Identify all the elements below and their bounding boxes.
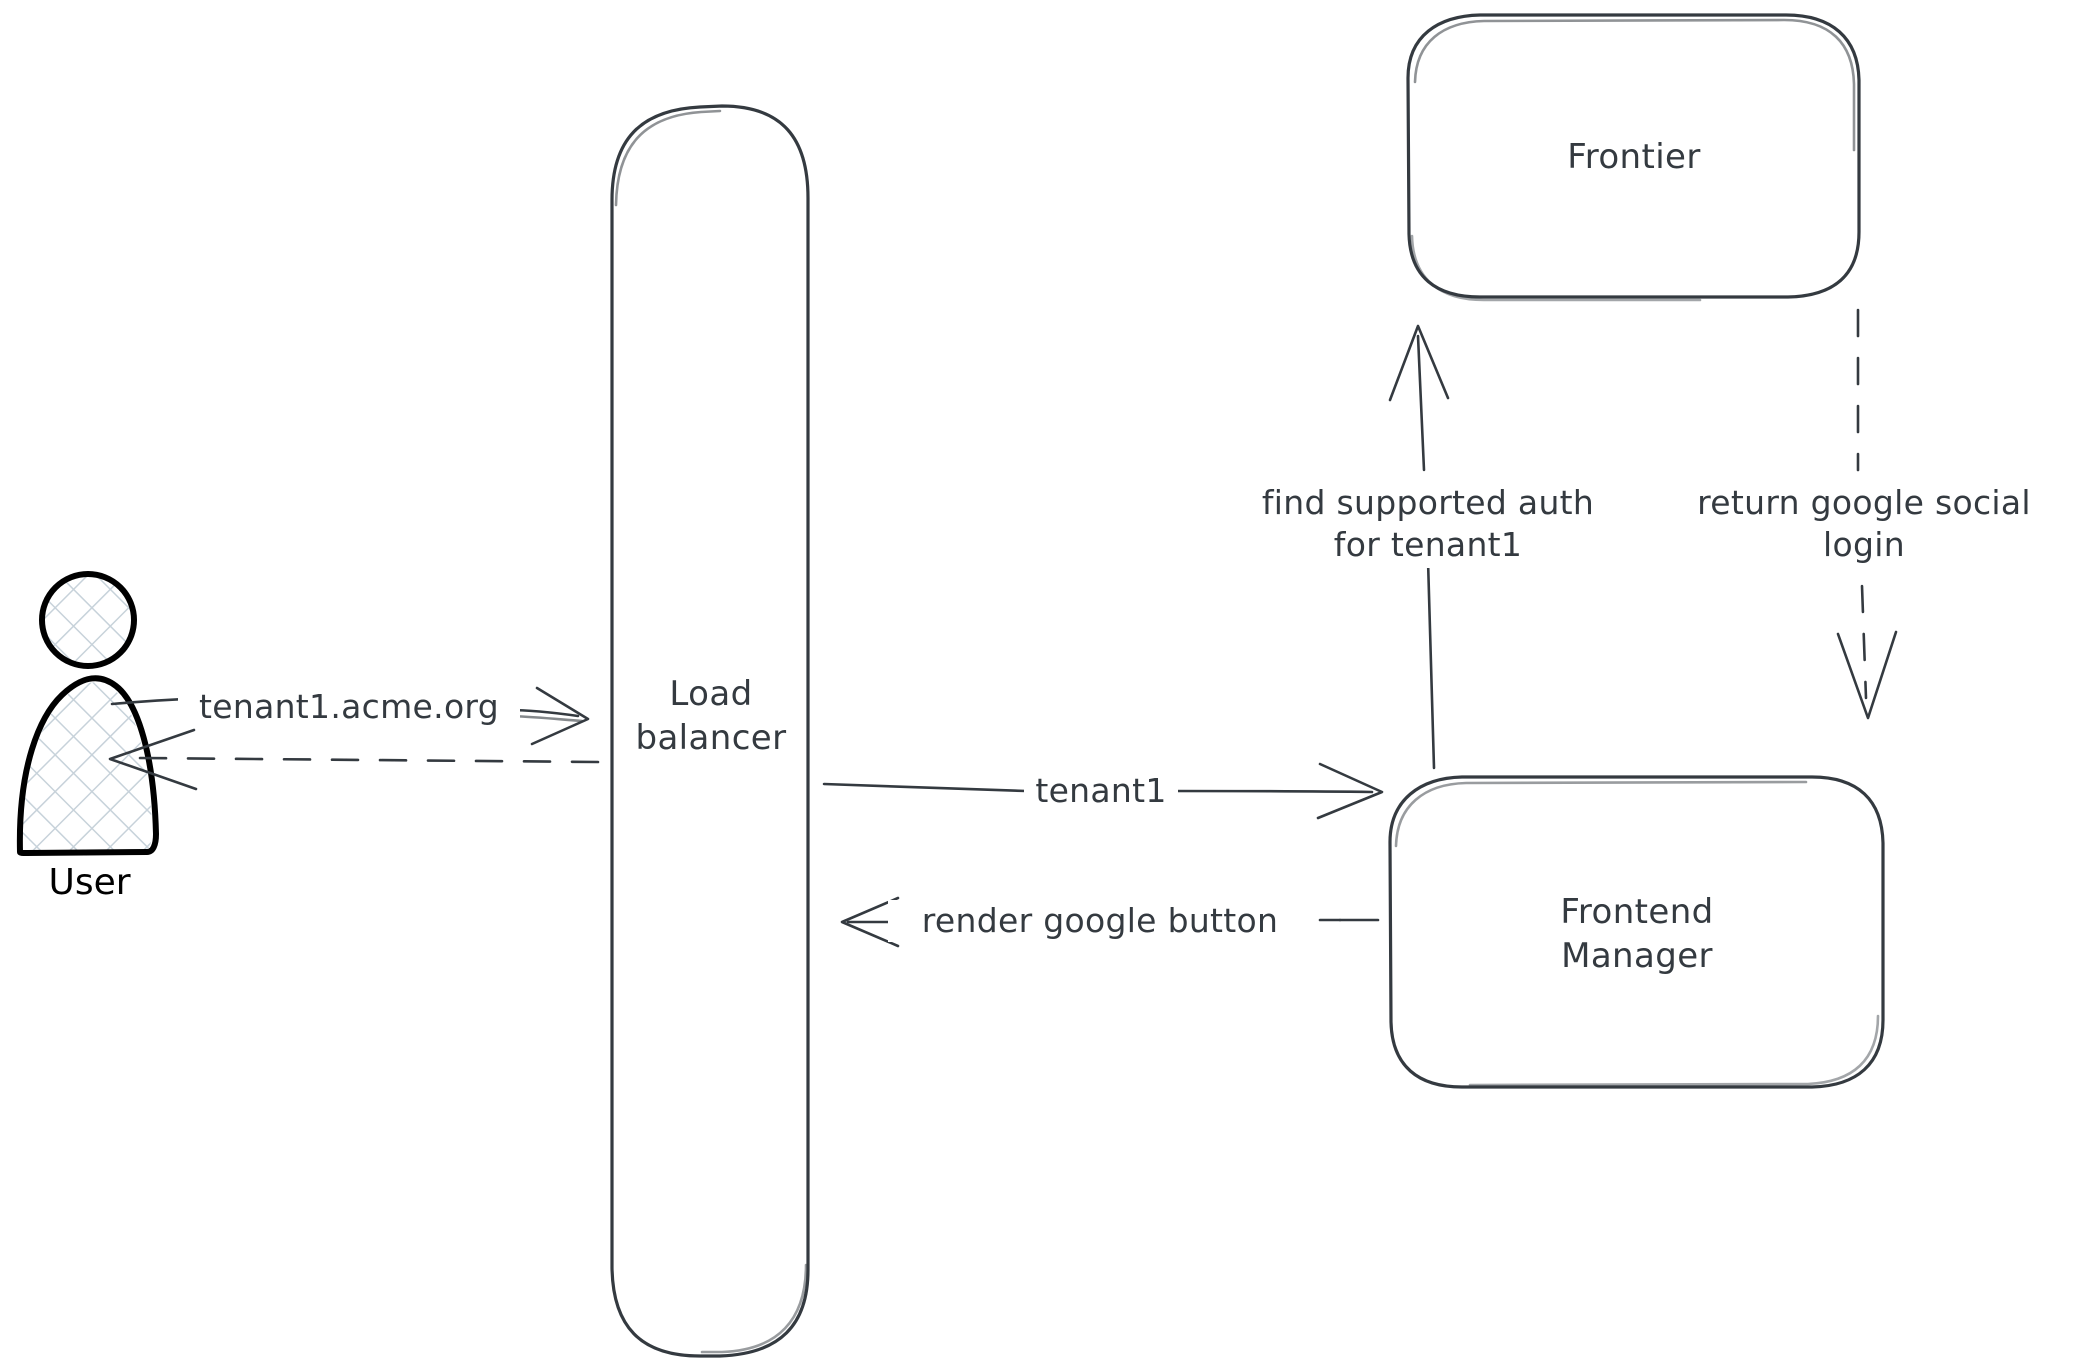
- edge-frontier-to-frontend-manager[interactable]: [1836, 308, 1898, 720]
- edge-frontend-manager-to-load-balancer[interactable]: [840, 896, 1380, 948]
- frontend-manager-node[interactable]: [1388, 775, 1886, 1089]
- user-node[interactable]: [14, 570, 166, 862]
- edge-load-balancer-to-user[interactable]: [108, 728, 600, 791]
- load-balancer-shape[interactable]: [610, 104, 810, 1358]
- user-actor-icon: [16, 571, 159, 856]
- edge-user-to-load-balancer[interactable]: [110, 686, 590, 746]
- edge-frontend-manager-to-frontier[interactable]: [1388, 324, 1450, 770]
- frontier-node[interactable]: [1406, 13, 1862, 301]
- load-balancer-node[interactable]: [610, 104, 810, 1358]
- edge-load-balancer-to-frontend-manager[interactable]: [822, 762, 1384, 820]
- frontier-shape[interactable]: [1406, 13, 1861, 302]
- frontend-manager-shape[interactable]: [1388, 775, 1885, 1089]
